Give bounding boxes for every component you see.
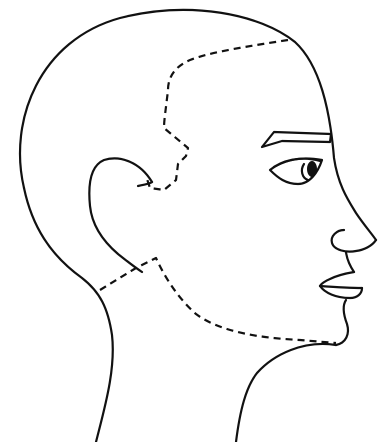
ear-outline bbox=[89, 158, 152, 272]
neck-front-outline bbox=[236, 344, 336, 442]
nose-outline bbox=[332, 230, 376, 252]
philtrum-line bbox=[346, 252, 354, 272]
hairline-boundary-dashed bbox=[146, 40, 288, 190]
neck-back-outline bbox=[24, 188, 113, 442]
upper-lip bbox=[320, 272, 354, 286]
mouth-line bbox=[320, 286, 362, 288]
eye-iris-arc bbox=[302, 164, 308, 180]
head-outline bbox=[20, 10, 376, 240]
eye-pupil bbox=[307, 161, 317, 177]
jaw-boundary-dashed bbox=[100, 258, 336, 343]
chin-outline bbox=[336, 300, 348, 345]
eyebrow bbox=[262, 132, 331, 147]
